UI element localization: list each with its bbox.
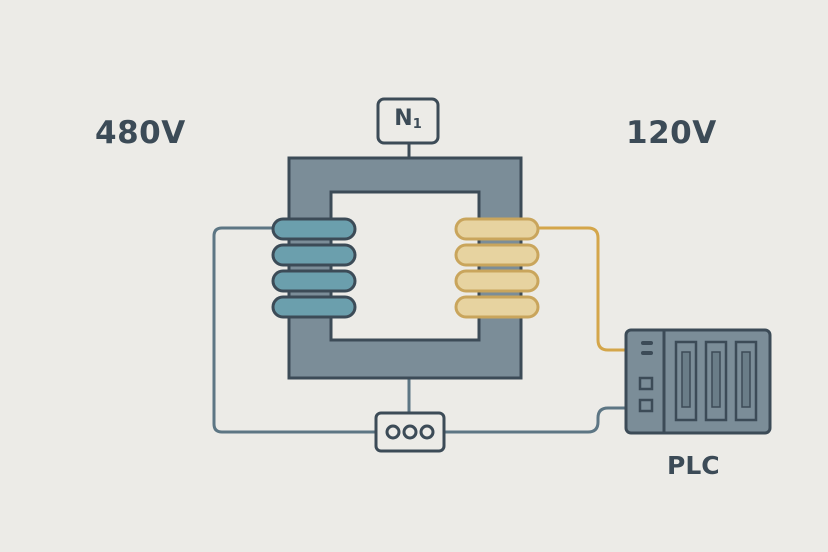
plc-return-wire <box>444 406 626 434</box>
secondary-wire <box>538 226 626 352</box>
plc-label: PLC <box>667 451 720 480</box>
secondary-coil-turn <box>454 295 540 319</box>
secondary-coil-turn <box>454 243 540 267</box>
primary-coil-turn <box>271 217 357 241</box>
primary-coil-turn <box>271 243 357 267</box>
secondary-coil-turn <box>454 269 540 293</box>
three-dot-connector-icon <box>374 411 446 453</box>
plc-module-icon <box>624 328 772 435</box>
primary-voltage-label: 480V <box>95 115 186 151</box>
primary-wire <box>212 226 376 434</box>
secondary-coil <box>454 217 540 319</box>
secondary-coil-turn <box>454 217 540 241</box>
primary-coil <box>271 217 357 319</box>
turns-symbol: N <box>394 106 413 131</box>
turns-subscript: 1 <box>412 117 422 132</box>
secondary-voltage-label: 120V <box>626 115 717 151</box>
primary-coil-turn <box>271 269 357 293</box>
primary-coil-turn <box>271 295 357 319</box>
n1-tag-box <box>376 97 440 145</box>
turns-label: N1 <box>380 106 436 132</box>
transformer-core <box>287 156 523 380</box>
